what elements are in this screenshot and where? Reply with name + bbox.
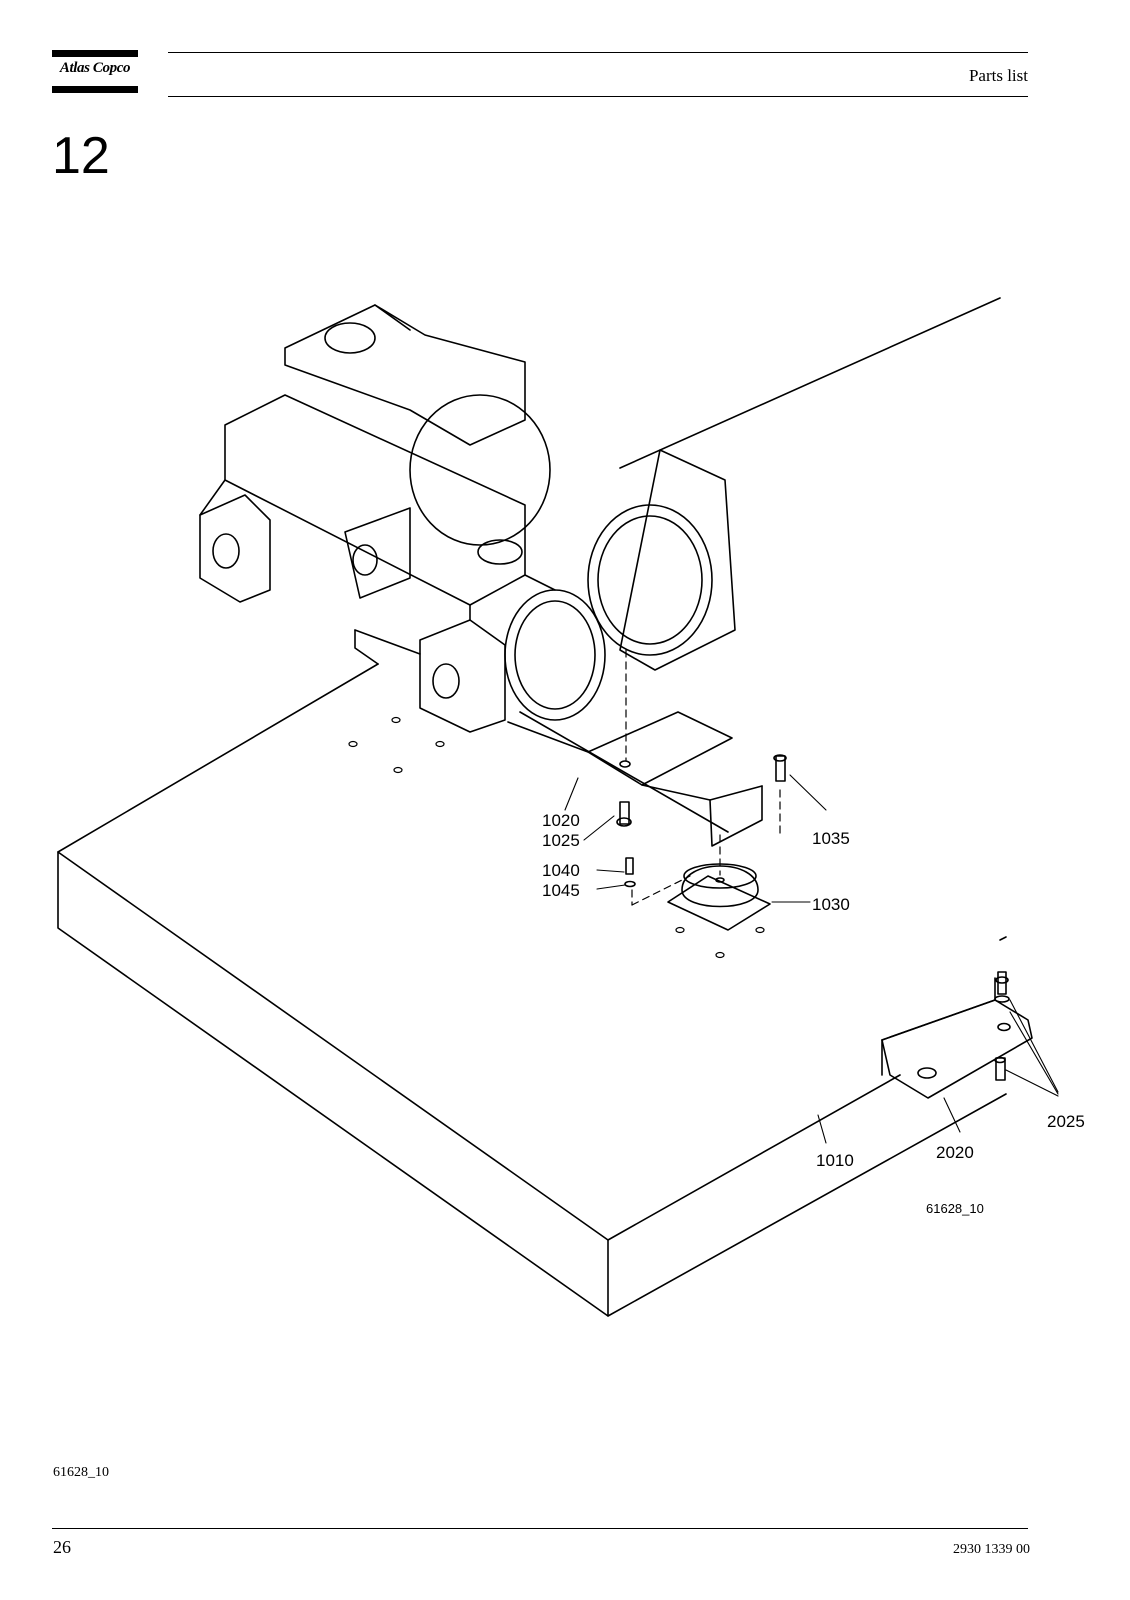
- base-holes: [348, 716, 765, 959]
- logo-text: Atlas Copco: [59, 60, 131, 76]
- bracket-plate: [881, 977, 1033, 1099]
- section-number: 12: [52, 127, 110, 185]
- atlas-copco-logo: Atlas Copco: [52, 50, 138, 94]
- label-1045: 1045: [542, 881, 580, 900]
- drawing-reference: 61628_10: [926, 1201, 984, 1216]
- bolts-2025: [994, 971, 1010, 1081]
- label-1020: 1020: [542, 811, 580, 830]
- bolts-misc: [616, 754, 787, 888]
- label-1010: 1010: [816, 1151, 854, 1170]
- label-2020: 2020: [936, 1143, 974, 1162]
- label-1040: 1040: [542, 861, 580, 880]
- footer-rule: [52, 1528, 1028, 1529]
- assembly-axes: [625, 649, 781, 906]
- base-frame: [57, 297, 1007, 1317]
- compressor-element: [199, 304, 736, 733]
- header-title: Parts list: [968, 66, 1028, 85]
- label-1030: 1030: [812, 895, 850, 914]
- footer-reference: 61628_10: [53, 1465, 109, 1480]
- header-rule-bottom: [168, 96, 1028, 97]
- document-number: 2930 1339 00: [953, 1542, 1030, 1557]
- label-1025: 1025: [542, 831, 580, 850]
- logo-bar-top: [52, 50, 138, 57]
- logo-bar-bottom: [52, 86, 138, 93]
- page-number: 26: [53, 1537, 71, 1557]
- label-1035: 1035: [812, 829, 850, 848]
- support-channel: [507, 711, 763, 847]
- vibration-mount: [667, 863, 771, 931]
- leader-lines: [564, 774, 1059, 1144]
- label-2025: 2025: [1047, 1112, 1085, 1131]
- header-rule-top: [168, 52, 1028, 53]
